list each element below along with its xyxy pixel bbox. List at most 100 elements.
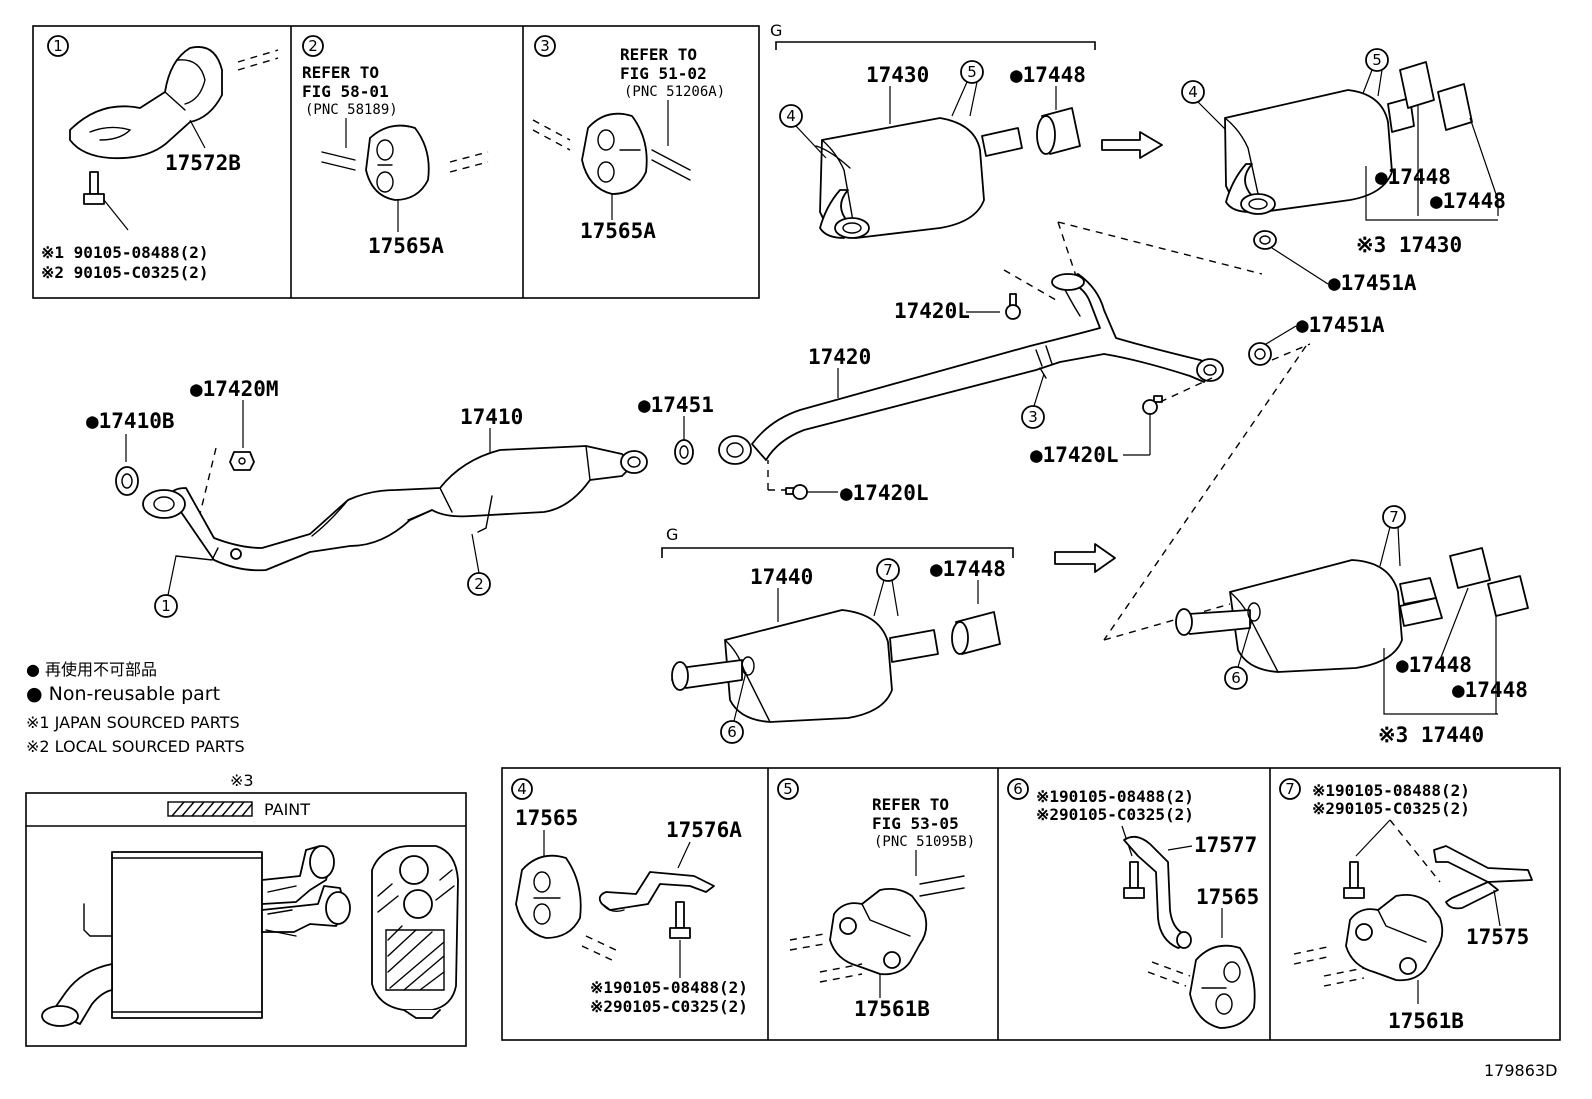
callout-number: 2 [474, 575, 484, 593]
legend-note-japan: ※1 JAPAN SOURCED PARTS [26, 713, 240, 732]
center-pipe-17420-group: 17420L 17420 3 ●17420L [718, 269, 1224, 505]
reference-line-3: (PNC 58189) [305, 102, 398, 118]
callout-number: 5 [783, 780, 793, 798]
g-label: G [666, 525, 678, 544]
callout-number: 7 [883, 561, 893, 579]
guide-dashed-line [1159, 377, 1213, 403]
reference-line-2: FIG 58-01 [302, 82, 389, 101]
paint-detail-box: ※3 PAINT [25, 771, 467, 1047]
bracket-drawing [598, 871, 715, 913]
callout-number: 3 [1028, 408, 1038, 426]
rubber-hanger-drawing [1189, 944, 1256, 1029]
muffler-drawing [815, 117, 1023, 239]
detail-box-7: 7 ※190105-08488(2) ※290105-C0325(2) 1757… [1279, 778, 1533, 1033]
detail-boxes-top [32, 25, 760, 299]
bolt-label-1: ※1 90105-08488(2) [41, 243, 209, 262]
arrow-icon [1101, 131, 1163, 159]
guide-dashed-line [1389, 819, 1441, 883]
callout-number: 5 [1372, 51, 1382, 69]
rod-ghost [1293, 945, 1333, 965]
bolt-icon [785, 484, 808, 500]
gasket-17451A: ●17451A [1248, 313, 1385, 366]
rod-ghost [581, 935, 621, 963]
rod-segment [321, 151, 356, 171]
detail-box-5: 5 REFER TO FIG 53-05 (PNC 51095B) 17561B [777, 778, 975, 1021]
callout-number: 4 [1188, 83, 1198, 101]
paint-hatch-swatch [167, 801, 253, 817]
tail-tip-drawing [1036, 107, 1081, 155]
part-label-17420L: ●17420L [1030, 443, 1119, 467]
part-label-17410B: ●17410B [86, 409, 175, 433]
part-label-17565: 17565 [515, 806, 578, 830]
tail-tip-drawing [951, 611, 1001, 655]
part-label-17448: ●17448 [1010, 63, 1086, 87]
bolt-label-2: ※290105-C0325(2) [1036, 805, 1194, 824]
callout-number: 1 [161, 597, 171, 615]
muffler-side-view [41, 845, 351, 1027]
part-label-17440: 17440 [750, 565, 813, 589]
part-label-17420: 17420 [808, 345, 871, 369]
paint-legend-label: PAINT [264, 800, 310, 819]
g-bracket-bottom [661, 547, 1014, 558]
detail-box-1: 1 17572B ※1 90105-08488(2) ※2 90105-C032… [41, 35, 279, 282]
bolt-icon [1343, 861, 1365, 899]
bolt-icon [1005, 293, 1021, 320]
part-label-17577: 17577 [1194, 833, 1257, 857]
part-label-17561B: 17561B [1388, 1009, 1464, 1033]
part-label-17561B: 17561B [854, 997, 930, 1021]
part-label-17565: 17565 [1196, 885, 1259, 909]
tail-tip-drawing [1449, 547, 1529, 617]
part-label-17451: ●17451 [638, 393, 714, 417]
callout-number: 2 [308, 37, 318, 55]
part-label-17572B: 17572B [165, 151, 241, 175]
center-pipe-drawing [718, 273, 1224, 465]
bracket-drawing [1433, 845, 1533, 910]
arrow-icon [1054, 543, 1116, 573]
front-pipe-drawing [142, 445, 648, 572]
reference-line-1: REFER TO [620, 45, 697, 64]
bolt-label-1: ※190105-08488(2) [1312, 781, 1470, 800]
part-label-17420M: ●17420M [190, 377, 279, 401]
rubber-mount-drawing [829, 887, 928, 976]
assembly-label-17440: ※3 17440 [1378, 723, 1484, 747]
detail-frame-top [32, 25, 760, 299]
heat-insulator-drawing [69, 46, 223, 160]
reference-line-3: (PNC 51206A) [624, 84, 725, 100]
rubber-hanger-drawing [581, 112, 648, 195]
part-label-17448: ●17448 [1375, 165, 1451, 189]
detail-box-6: 6 ※190105-08488(2) ※290105-C0325(2) 1757… [1007, 778, 1259, 1029]
paint-box-mark: ※3 [230, 771, 254, 790]
bolt-icon [83, 171, 105, 205]
reference-line-2: FIG 53-05 [872, 814, 959, 833]
callout-number: 6 [727, 723, 737, 741]
part-label-17565A: 17565A [580, 219, 656, 243]
guide-dashed-line [767, 460, 786, 491]
gasket-drawing [674, 439, 694, 465]
part-label-17420L: ●17420L [840, 481, 929, 505]
callout-number: 1 [53, 37, 63, 55]
assembly-label-17430: ※3 17430 [1356, 233, 1462, 257]
guide-dashed-line [1103, 603, 1231, 641]
rod-segment [919, 875, 965, 897]
muffler-drawing [671, 609, 939, 723]
part-label-17575: 17575 [1466, 925, 1529, 949]
bolt-icon [669, 901, 691, 939]
reference-line-1: REFER TO [872, 795, 949, 814]
part-label-17576A: 17576A [666, 818, 742, 842]
guide-dashed-line [1057, 221, 1079, 283]
rod-ghost [1323, 967, 1365, 987]
detail-box-3: 3 REFER TO FIG 51-02 (PNC 51206A) 17565A [532, 35, 725, 243]
illustration-id: 179863D [1484, 1061, 1557, 1080]
callout-number: 6 [1013, 780, 1023, 798]
muffler-drawing [1224, 89, 1415, 215]
callout-number: 3 [540, 37, 550, 55]
muffler-17430-variant: 4 5 ●17448 ●17448 ※3 17430 ●17451A [1181, 48, 1506, 295]
rod-segment [651, 149, 691, 181]
callout-number: 7 [1285, 780, 1295, 798]
part-label-17430: 17430 [866, 63, 929, 87]
gasket-drawing [1253, 230, 1277, 250]
muffler-end-view [371, 845, 459, 1019]
front-pipe-17410-group: ●17451 17410 ●17410B ●17420M 1 [86, 377, 714, 618]
part-label-17451A: ●17451A [1296, 313, 1385, 337]
